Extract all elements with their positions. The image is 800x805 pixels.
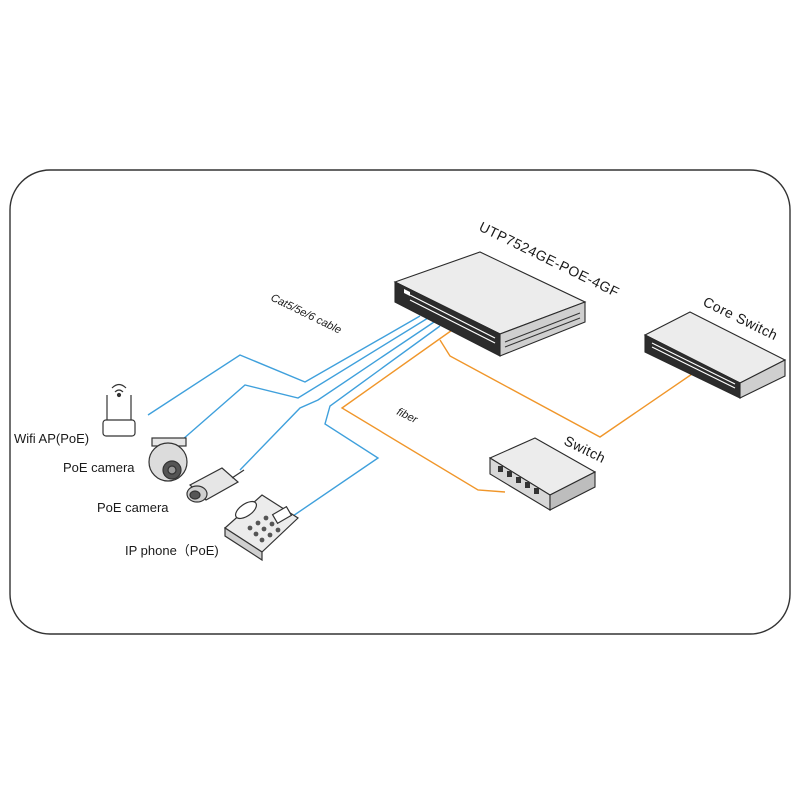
cable-ip-phone <box>289 325 441 519</box>
bullet-camera-label: PoE camera <box>97 500 169 515</box>
diagram-frame <box>9 169 791 635</box>
copper-cables <box>147 315 441 519</box>
ip-phone-icon <box>224 494 299 562</box>
cable-dome-camera <box>181 317 429 441</box>
cable-bullet-camera <box>239 321 435 471</box>
bullet-camera-icon <box>186 467 245 503</box>
dome-camera-label: PoE camera <box>63 460 135 475</box>
cable-wifi-ap <box>147 315 421 416</box>
fiber-to-switch <box>340 327 506 493</box>
dome-camera-icon <box>148 437 188 482</box>
wifi-ap-icon <box>102 383 136 437</box>
main-switch <box>393 251 587 357</box>
fiber-cables <box>340 327 696 493</box>
small-switch <box>488 437 597 511</box>
fiber-to-core-switch <box>439 339 696 438</box>
core-switch <box>643 311 787 399</box>
ip-phone-label: IP phone（PoE) <box>125 543 219 558</box>
wifi-ap-label: Wifi AP(PoE) <box>14 431 89 446</box>
